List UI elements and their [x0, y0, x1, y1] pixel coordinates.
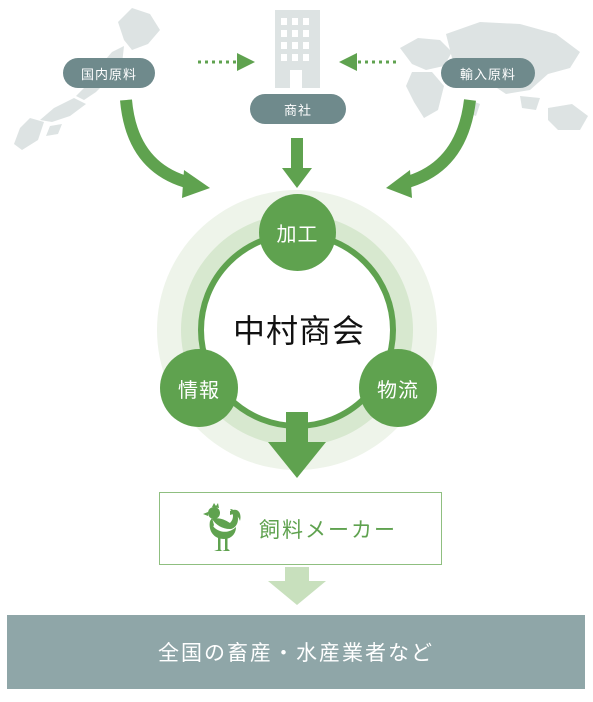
feed-maker-label: 飼料メーカー	[259, 517, 397, 542]
feed-maker-box: 飼料メーカー	[159, 492, 442, 565]
rooster-icon	[203, 503, 241, 551]
maker-down-arrow-shaft	[285, 567, 309, 581]
company-name: 中村商会	[232, 312, 365, 350]
imported-material-label: 輸入原料	[441, 58, 535, 88]
trading-company-label: 商社	[250, 94, 346, 124]
domestic-material-label: 国内原料	[63, 58, 155, 88]
curved-arrow-left-head	[182, 170, 210, 198]
curved-arrow-right-head	[386, 170, 412, 198]
center-down-arrow-head	[268, 442, 326, 478]
center-down-arrow-shaft	[286, 412, 308, 442]
curved-arrow-right	[402, 99, 476, 189]
curved-arrow-left	[120, 99, 192, 189]
straight-arrow-head	[282, 168, 312, 188]
information-node: 情報	[160, 349, 238, 427]
logistics-node: 物流	[359, 349, 437, 427]
straight-arrow-shaft	[291, 138, 303, 172]
destination-bar: 全国の畜産・水産業者など	[7, 615, 585, 689]
maker-down-arrow-head	[268, 581, 326, 605]
building-icon	[275, 10, 320, 88]
processing-node: 加工	[259, 194, 336, 271]
